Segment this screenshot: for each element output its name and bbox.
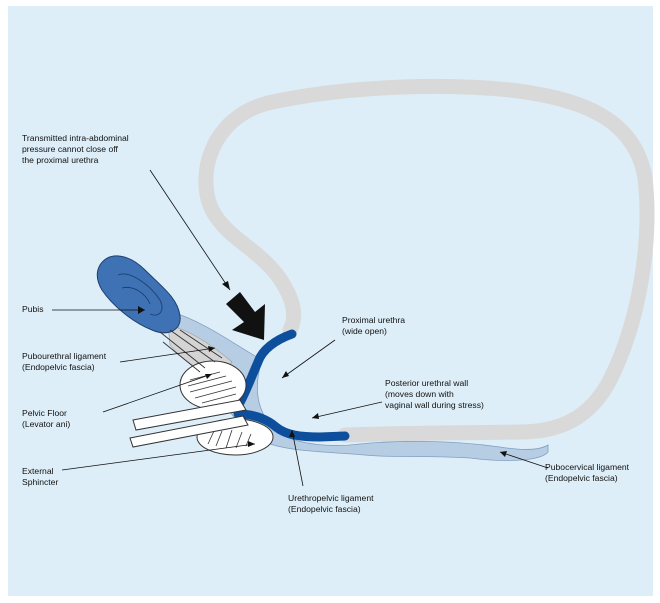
label-proximal-line-1: Proximal urethra xyxy=(342,315,405,326)
leader-external-sphincter xyxy=(62,444,255,470)
label-posterior-line-1: Posterior urethral wall xyxy=(385,378,484,389)
label-pubourethral-line-1: Pubourethral ligament xyxy=(22,351,106,362)
label-pelvic-floor-line-1: Pelvic Floor xyxy=(22,408,70,419)
label-posterior-line-2: (moves down with xyxy=(385,389,484,400)
label-external-sphincter: External Sphincter xyxy=(22,466,58,488)
label-transmitted-pressure: Transmitted intra-abdominal pressure can… xyxy=(22,133,129,166)
label-urethropelvic-line-2: (Endopelvic fascia) xyxy=(288,504,374,515)
label-posterior-urethral-wall: Posterior urethral wall (moves down with… xyxy=(385,378,484,411)
label-transmitted-line-1: Transmitted intra-abdominal xyxy=(22,133,129,144)
label-proximal-line-2: (wide open) xyxy=(342,326,405,337)
arrowhead-proximal xyxy=(282,371,289,378)
arrowhead-transmitted xyxy=(222,281,230,290)
label-urethropelvic-ligament: Urethropelvic ligament (Endopelvic fasci… xyxy=(288,493,374,515)
label-pubocervical-ligament: Pubocervical ligament (Endopelvic fascia… xyxy=(545,462,629,484)
arrowhead-posterior xyxy=(312,413,319,419)
label-pubocervical-line-1: Pubocervical ligament xyxy=(545,462,629,473)
pubis-bone xyxy=(97,256,180,333)
label-proximal-urethra: Proximal urethra (wide open) xyxy=(342,315,405,337)
label-external-sphincter-line-2: Sphincter xyxy=(22,477,58,488)
label-transmitted-line-2: pressure cannot close off xyxy=(22,144,129,155)
label-pubourethral-line-2: (Endopelvic fascia) xyxy=(22,362,106,373)
label-pelvic-floor-line-2: (Levator ani) xyxy=(22,419,70,430)
label-transmitted-line-3: the proximal urethra xyxy=(22,155,129,166)
label-pubis: Pubis xyxy=(22,304,44,315)
label-external-sphincter-line-1: External xyxy=(22,466,58,477)
label-urethropelvic-line-1: Urethropelvic ligament xyxy=(288,493,374,504)
label-pelvic-floor: Pelvic Floor (Levator ani) xyxy=(22,408,70,430)
leader-posterior xyxy=(312,402,382,418)
label-pubocervical-line-2: (Endopelvic fascia) xyxy=(545,473,629,484)
leader-proximal xyxy=(282,340,335,378)
pressure-arrow xyxy=(226,292,265,340)
label-posterior-line-3: vaginal wall during stress) xyxy=(385,400,484,411)
label-pubourethral-ligament: Pubourethral ligament (Endopelvic fascia… xyxy=(22,351,106,373)
